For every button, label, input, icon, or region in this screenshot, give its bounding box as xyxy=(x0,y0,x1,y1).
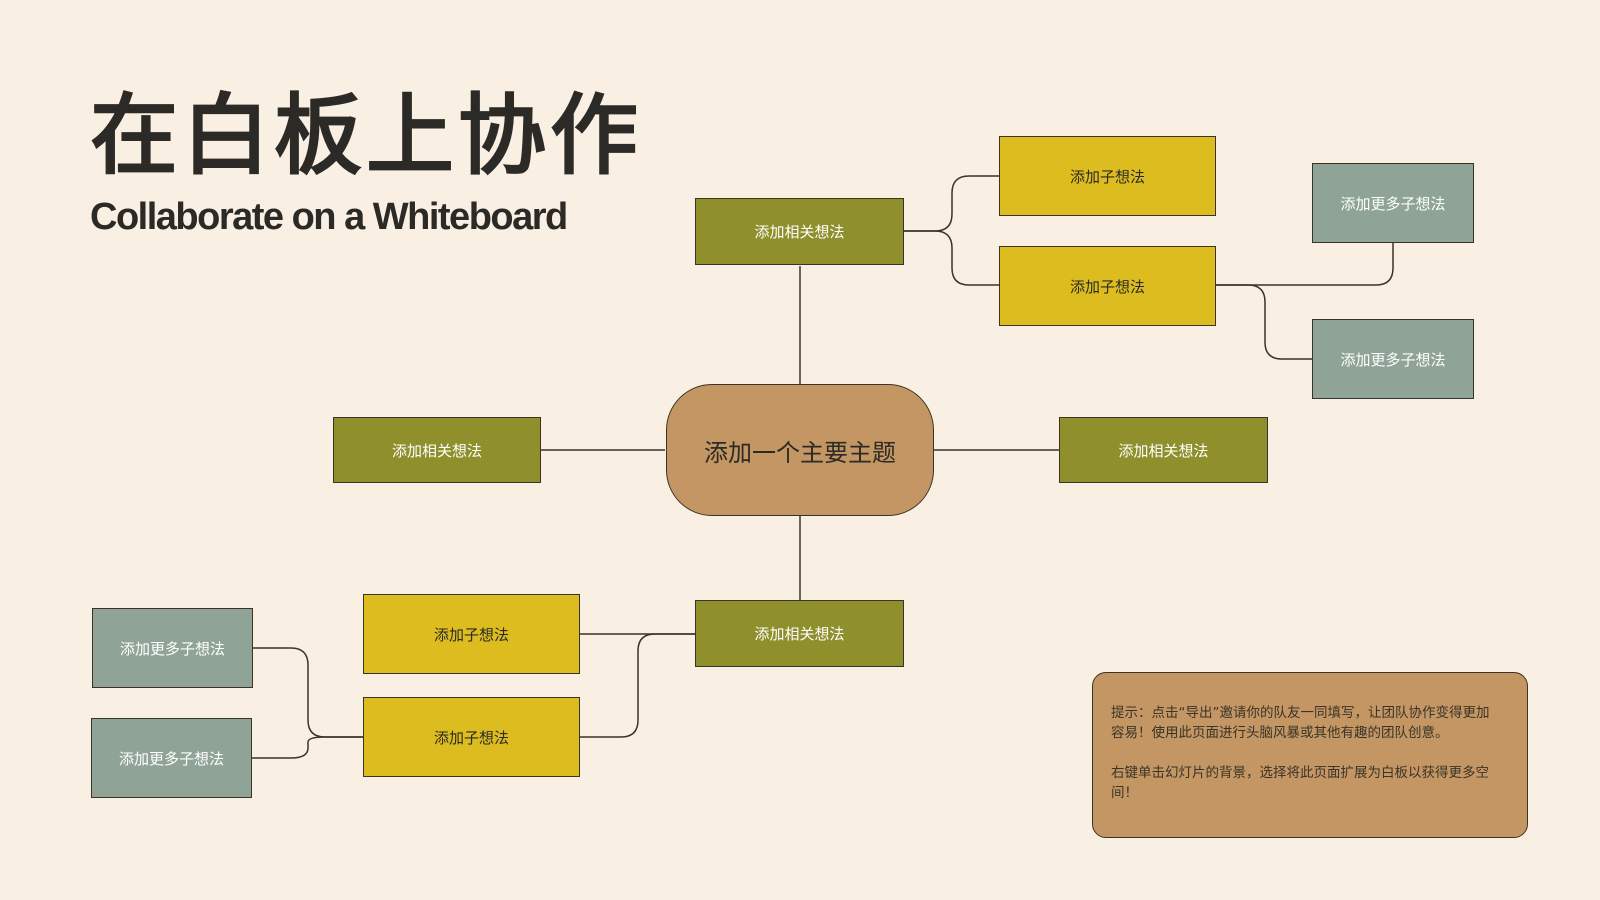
sub-idea-bottom-2[interactable]: 添加子想法 xyxy=(363,697,580,777)
related-idea-label: 添加相关想法 xyxy=(391,441,482,460)
main-topic-node[interactable]: 添加一个主要主题 xyxy=(666,384,934,516)
more-sub-idea-top-2[interactable]: 添加更多子想法 xyxy=(1312,319,1474,399)
more-sub-idea-top-1[interactable]: 添加更多子想法 xyxy=(1312,163,1474,243)
tip-paragraph-1: 提示：点击“导出”邀请你的队友一同填写，让团队协作变得更加容易！使用此页面进行头… xyxy=(1111,705,1490,741)
sub-idea-label: 添加子想法 xyxy=(433,728,509,747)
sub-idea-top-2[interactable]: 添加子想法 xyxy=(999,246,1216,326)
related-idea-left[interactable]: 添加相关想法 xyxy=(333,417,541,483)
more-sub-idea-label: 添加更多子想法 xyxy=(118,749,224,768)
connector-left-more-1 xyxy=(253,647,363,738)
more-sub-idea-label: 添加更多子想法 xyxy=(1340,350,1446,369)
tip-paragraph-2: 右键单击幻灯片的背景，选择将此页面扩展为白板以获得更多空间！ xyxy=(1111,765,1489,801)
related-idea-right[interactable]: 添加相关想法 xyxy=(1059,417,1268,483)
sub-idea-label: 添加子想法 xyxy=(1069,167,1145,186)
connector-sub-more-2 xyxy=(1216,284,1312,360)
connector-left-more-2 xyxy=(252,736,363,759)
more-sub-idea-left-2[interactable]: 添加更多子想法 xyxy=(91,718,252,798)
title-english: Collaborate on a Whiteboard xyxy=(90,196,568,238)
connector-bottom-sub-2 xyxy=(580,633,695,738)
main-topic-label: 添加一个主要主题 xyxy=(704,438,896,467)
more-sub-idea-left-1[interactable]: 添加更多子想法 xyxy=(92,608,253,688)
more-sub-idea-label: 添加更多子想法 xyxy=(1340,194,1446,213)
title-chinese: 在白板上协作 xyxy=(90,84,643,187)
related-idea-bottom[interactable]: 添加相关想法 xyxy=(695,600,904,667)
tip-note: 提示：点击“导出”邀请你的队友一同填写，让团队协作变得更加容易！使用此页面进行头… xyxy=(1092,672,1528,838)
connector-top-sub-2 xyxy=(904,230,999,286)
related-idea-top[interactable]: 添加相关想法 xyxy=(695,198,904,265)
more-sub-idea-label: 添加更多子想法 xyxy=(119,639,225,658)
connector-sub-more-1 xyxy=(1216,242,1394,286)
connector-top-sub-1 xyxy=(904,175,999,232)
sub-idea-label: 添加子想法 xyxy=(1069,277,1145,296)
sub-idea-label: 添加子想法 xyxy=(433,625,509,644)
sub-idea-top-1[interactable]: 添加子想法 xyxy=(999,136,1216,216)
related-idea-label: 添加相关想法 xyxy=(754,625,845,643)
sub-idea-bottom-1[interactable]: 添加子想法 xyxy=(363,594,580,674)
related-idea-label: 添加相关想法 xyxy=(754,223,845,241)
related-idea-label: 添加相关想法 xyxy=(1118,441,1209,460)
